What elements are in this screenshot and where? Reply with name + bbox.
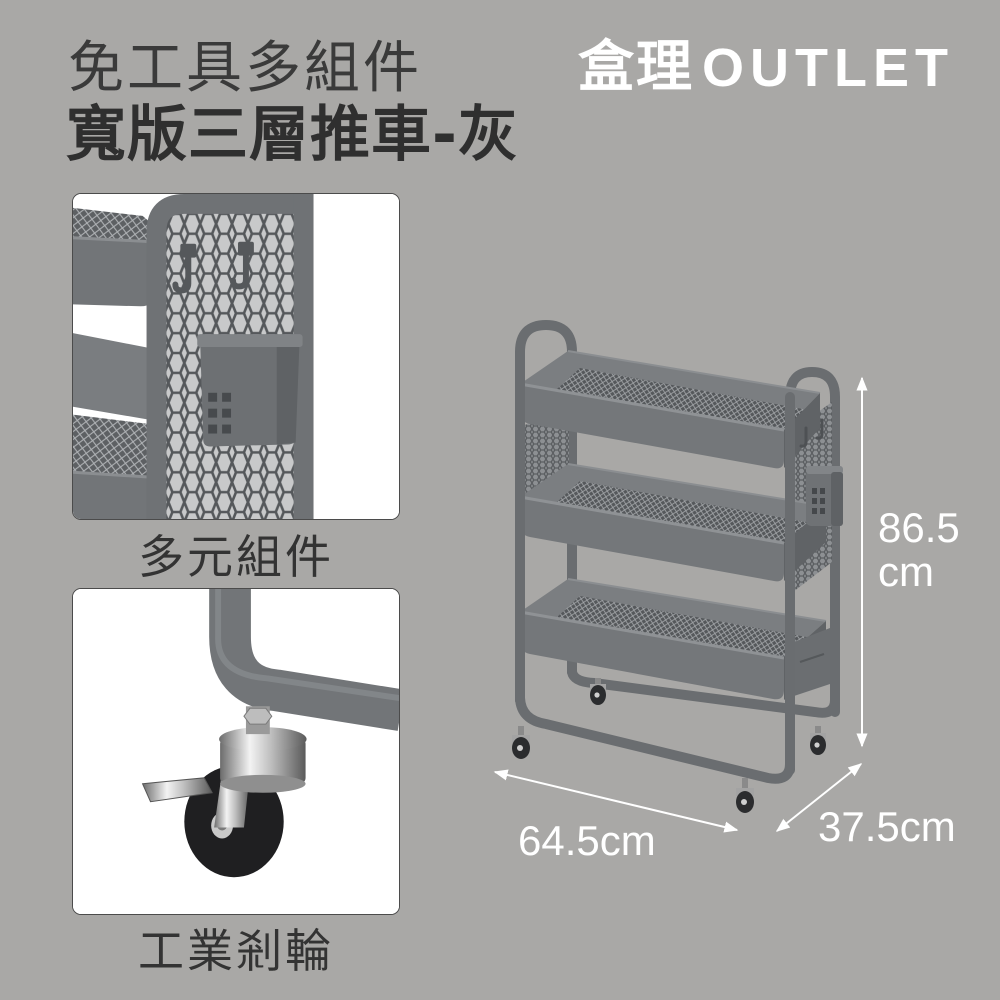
caster-wheel bbox=[512, 726, 530, 759]
feature-caption-components: 多元組件 bbox=[138, 530, 334, 584]
feature-panel-casters bbox=[72, 588, 400, 915]
title-line-1: 免工具多組件 bbox=[68, 36, 422, 101]
caster-wheel bbox=[810, 726, 826, 755]
brake-pedal bbox=[141, 777, 213, 803]
hook-icon bbox=[172, 243, 197, 294]
hook-icon bbox=[799, 418, 824, 448]
height-dimension-label: 86.5 cm bbox=[878, 506, 960, 594]
brand-name-cn: 盒理 bbox=[578, 35, 694, 100]
caster-wheel bbox=[736, 778, 754, 813]
caster-wheel bbox=[141, 706, 307, 878]
width-dimension-arrow bbox=[493, 769, 739, 833]
components-closeup-image bbox=[73, 194, 399, 519]
caster-closeup-image bbox=[73, 589, 399, 914]
middle-tray bbox=[519, 463, 827, 582]
caster-wheel bbox=[590, 678, 606, 705]
title-line-2: 寬版三層推車-灰 bbox=[66, 100, 519, 170]
bottom-tray bbox=[519, 578, 830, 700]
hex-nut bbox=[243, 707, 273, 725]
frame-tube bbox=[209, 589, 399, 731]
frame-tube bbox=[146, 194, 314, 519]
swivel-housing bbox=[220, 738, 306, 784]
height-value: 86.5 bbox=[878, 504, 960, 551]
brand-name-en: OUTLET bbox=[702, 38, 954, 98]
height-unit: cm bbox=[878, 548, 934, 595]
upper-tray-edge bbox=[73, 207, 155, 307]
depth-dimension-arrow bbox=[775, 763, 863, 832]
middle-tray-edge bbox=[73, 333, 155, 421]
side-drawer bbox=[794, 628, 830, 696]
hook-icon bbox=[230, 241, 254, 290]
hanging-cup bbox=[806, 466, 843, 526]
feature-panel-components bbox=[72, 193, 400, 520]
dimension-lines bbox=[493, 376, 868, 833]
lower-tray-edge bbox=[73, 414, 155, 519]
feature-caption-casters: 工業剎輪 bbox=[138, 924, 334, 978]
depth-dimension-label: 37.5cm bbox=[818, 803, 956, 850]
width-dimension-label: 64.5cm bbox=[518, 817, 656, 864]
hanging-cup bbox=[197, 334, 303, 447]
